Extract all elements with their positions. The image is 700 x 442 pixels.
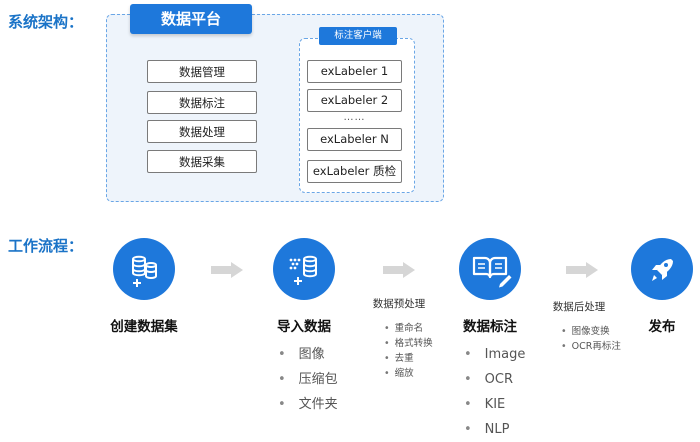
import-data-icon [289, 255, 317, 285]
list-item: KIE [464, 392, 525, 417]
flow-arrow [566, 262, 598, 278]
workflow-title: 工作流程： [8, 237, 84, 255]
step-publish-label: 发布 [648, 319, 676, 335]
preprocess-title: 数据预处理 [372, 298, 426, 310]
module-data-management: 数据管理 [147, 60, 257, 83]
module-data-processing: 数据处理 [147, 120, 257, 143]
step-annotation-circle [459, 238, 521, 300]
step-create-dataset-label: 创建数据集 [110, 319, 178, 335]
database-add-icon [132, 255, 157, 287]
postprocess-list: 图像变换 OCR再标注 [561, 324, 621, 354]
import-data-list: 图像 压缩包 文件夹 [278, 342, 338, 417]
postprocess-title: 数据后处理 [552, 301, 606, 313]
list-item: 格式转换 [384, 336, 433, 351]
list-item: 文件夹 [278, 392, 338, 417]
labeler-n: exLabeler N [307, 128, 402, 151]
module-data-collection: 数据采集 [147, 150, 257, 173]
list-item: OCR再标注 [561, 339, 621, 354]
labeler-2: exLabeler 2 [307, 89, 402, 112]
client-title: 标注客户端 [319, 27, 397, 45]
list-item: 图像变换 [561, 324, 621, 339]
list-item: Image [464, 342, 526, 367]
step-create-dataset-circle [113, 238, 175, 300]
preprocess-list: 重命名 格式转换 去重 缩放 [384, 321, 433, 381]
list-item: 图像 [278, 342, 338, 367]
step-annotation-label: 数据标注 [463, 319, 517, 335]
list-item: NLP [464, 417, 525, 442]
book-pencil-icon [472, 256, 512, 288]
annotation-list: Image OCR KIE NLP [464, 342, 526, 442]
architecture-title: 系统架构： [8, 13, 84, 31]
flow-arrow [383, 262, 415, 278]
step-import-data-circle [273, 238, 335, 300]
labeler-1: exLabeler 1 [307, 60, 402, 83]
step-publish-circle [631, 238, 693, 300]
list-item: 去重 [384, 351, 433, 366]
list-item: 重命名 [384, 321, 433, 336]
labeler-ellipsis: …… [343, 112, 366, 123]
flow-arrow [211, 262, 243, 278]
module-data-annotation: 数据标注 [147, 91, 257, 114]
list-item: 缩放 [384, 366, 433, 381]
rocket-icon [652, 259, 673, 281]
list-item: OCR [464, 367, 525, 392]
step-import-data-label: 导入数据 [277, 319, 331, 335]
platform-title: 数据平台 [130, 4, 252, 34]
list-item: 压缩包 [278, 367, 338, 392]
labeler-qc: exLabeler 质检 [307, 160, 402, 183]
